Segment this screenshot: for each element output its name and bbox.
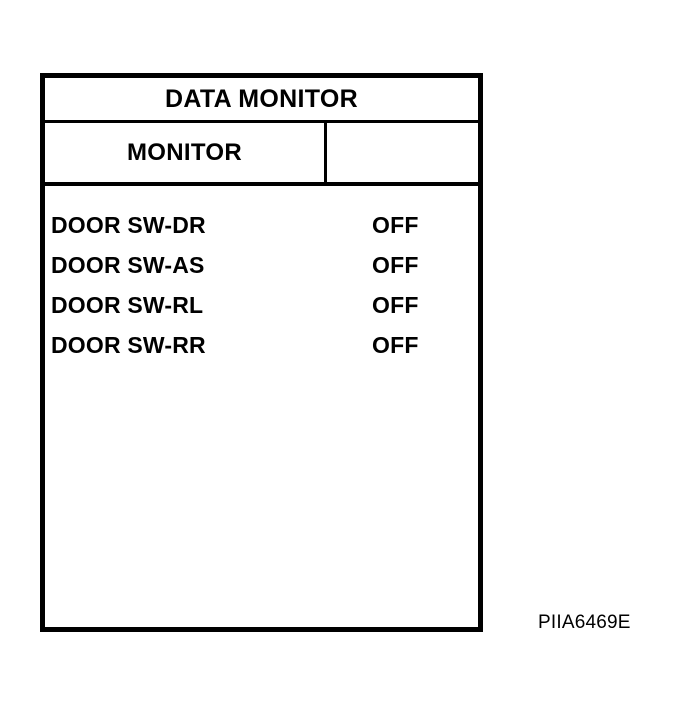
table-row: DOOR SW-RR OFF (45, 325, 478, 365)
table-row: DOOR SW-DR OFF (45, 205, 478, 245)
data-row-value: OFF (372, 212, 419, 238)
column-header-monitor-label: MONITOR (127, 138, 242, 166)
data-row-label: DOOR SW-DR (51, 212, 206, 238)
data-monitor-panel: DATA MONITOR MONITOR DOOR SW-DR OFF DOOR… (40, 73, 483, 632)
column-header-row: MONITOR (45, 123, 478, 186)
panel-title: DATA MONITOR (165, 84, 358, 113)
figure-caption: PIIA6469E (538, 612, 631, 633)
table-row: DOOR SW-AS OFF (45, 245, 478, 285)
column-header-value (327, 123, 478, 182)
data-row-label: DOOR SW-AS (51, 252, 205, 278)
data-row-label: DOOR SW-RR (51, 332, 206, 358)
panel-title-row: DATA MONITOR (45, 78, 478, 123)
data-row-label: DOOR SW-RL (51, 292, 204, 318)
data-row-value: OFF (372, 292, 419, 318)
data-row-value: OFF (372, 332, 419, 358)
column-header-monitor: MONITOR (45, 123, 327, 182)
data-row-value: OFF (372, 252, 419, 278)
data-row-list: DOOR SW-DR OFF DOOR SW-AS OFF DOOR SW-RL… (45, 186, 478, 627)
table-row: DOOR SW-RL OFF (45, 285, 478, 325)
